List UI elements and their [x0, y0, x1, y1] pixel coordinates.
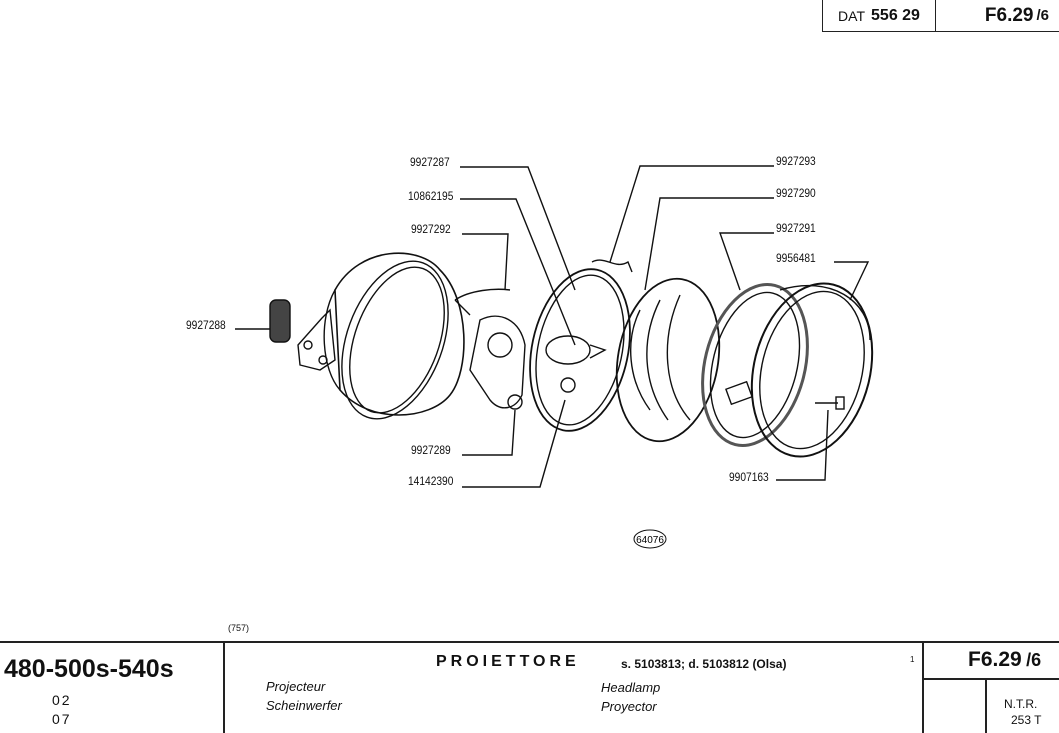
translation-en: Headlamp [601, 680, 661, 695]
translation-es: Proyector [601, 699, 657, 714]
part-label-9927289: 9927289 [411, 443, 451, 457]
footer-sheet-code-sub: /6 [1026, 650, 1042, 670]
footer-divider-right [922, 642, 924, 733]
ntr-label: N.T.R. [1004, 697, 1038, 711]
part-label-9927288: 9927288 [186, 318, 226, 332]
part-label-10862195: 10862195 [408, 189, 454, 203]
code-07: 07 [52, 711, 72, 727]
part-title: PROIETTORE [436, 653, 580, 670]
note-mark: 1 [910, 655, 915, 664]
footer-sheet-code: F6.29 /6 [968, 648, 1041, 672]
model-numbers: 480-500s-540s [4, 655, 174, 683]
footer-code-rule [922, 678, 1059, 680]
dat-box: DAT 556 29 [822, 0, 936, 32]
figure-number-badge: 64076 [633, 529, 667, 549]
footer-top-rule [0, 641, 1059, 643]
footer-divider-left [223, 642, 225, 733]
part-label-9927291: 9927291 [776, 221, 816, 235]
part-label-9907163: 9907163 [729, 470, 769, 484]
figure-number: 64076 [636, 535, 664, 546]
translation-de: Scheinwerfer [266, 698, 342, 713]
print-code: (757) [228, 623, 250, 633]
footer-ntr-divider [985, 678, 987, 733]
dat-number: 556 29 [871, 6, 920, 24]
footer-sheet-code-main: F6.29 [968, 648, 1022, 671]
part-label-9927292: 9927292 [411, 222, 451, 236]
part-label-9927287: 9927287 [410, 155, 450, 169]
dat-label: DAT [838, 7, 866, 24]
part-label-14142390: 14142390 [408, 474, 454, 488]
ntr-value: 253 T [1011, 713, 1042, 727]
code-02: 02 [52, 692, 72, 708]
translation-fr: Projecteur [266, 679, 326, 694]
title-note: s. 5103813; d. 5103812 (Olsa) [621, 657, 787, 671]
sheet-code-box: F6.29 /6 [935, 0, 1059, 32]
part-label-9927293: 9927293 [776, 154, 816, 168]
part-label-9956481: 9956481 [776, 251, 816, 265]
part-label-9927290: 9927290 [776, 186, 816, 200]
sheet-sub: /6 [1036, 7, 1049, 24]
sheet-code: F6.29 [984, 4, 1034, 26]
headlamp-exploded-diagram: 64076 [235, 165, 874, 549]
